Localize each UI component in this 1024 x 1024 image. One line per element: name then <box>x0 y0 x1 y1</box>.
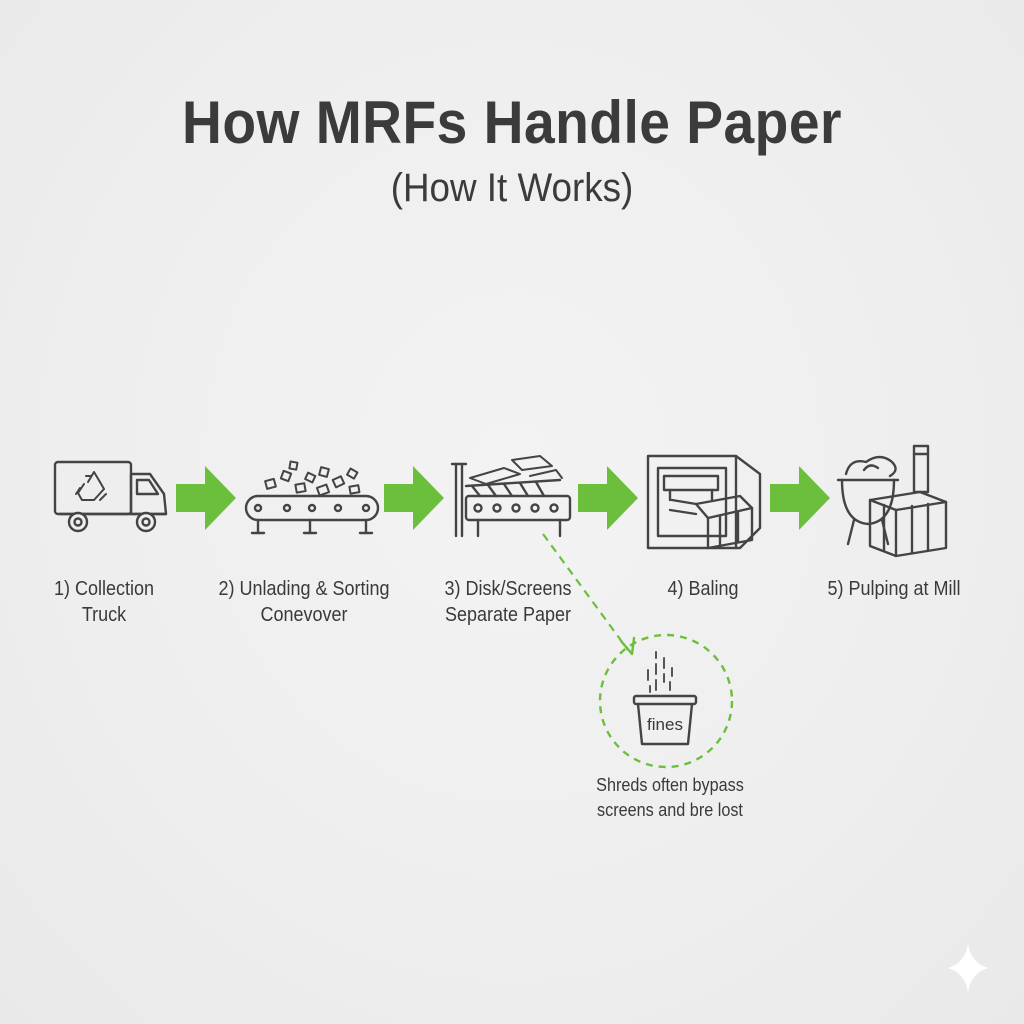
step-4-title: 4) Baling <box>667 578 739 600</box>
recycle-icon <box>75 471 107 501</box>
fines-note-line-2: screens and bre lost <box>597 800 743 820</box>
fines-callout-circle <box>598 633 734 769</box>
fines-note: Shreds often bypass screens and bre lost <box>571 773 769 823</box>
step-label-2: 2) Unlading & Sorting Conevover <box>205 576 403 628</box>
disk-screen-icon <box>450 455 572 538</box>
step-5-title: 5) Pulping at Mill <box>827 578 961 600</box>
falling-shreds-icon <box>647 651 673 693</box>
flow-arrow-3 <box>578 466 638 530</box>
step-2-subtitle: Conevover <box>260 604 348 626</box>
fines-leader-line <box>542 533 629 651</box>
page-title: How MRFs Handle Paper <box>182 89 842 156</box>
pulping-mill-icon <box>836 444 948 558</box>
step-label-3: 3) Disk/Screens Separate Paper <box>409 576 607 628</box>
flow-arrow-2 <box>384 466 444 530</box>
step-3-title: 3) Disk/Screens <box>444 578 572 600</box>
step-1-subtitle: Truck <box>81 604 127 626</box>
fines-bin-label: fines <box>647 715 683 734</box>
collection-truck-icon <box>53 460 168 533</box>
step-2-title: 2) Unlading & Sorting <box>218 578 390 600</box>
flow-arrow-1 <box>176 466 236 530</box>
sorting-conveyor-icon <box>244 460 380 535</box>
step-3-subtitle: Separate Paper <box>444 604 572 626</box>
fines-note-line-1: Shreds often bypass <box>596 775 744 795</box>
step-label-1: 1) Collection Truck <box>5 576 203 628</box>
step-label-4: 4) Baling <box>604 576 802 602</box>
page-subtitle: (How It Works) <box>390 166 634 210</box>
fines-bin-icon <box>632 694 698 746</box>
sparkle-icon <box>948 944 988 992</box>
flow-arrow-4 <box>770 466 830 530</box>
step-1-title: 1) Collection <box>53 578 155 600</box>
baler-icon <box>646 454 762 550</box>
step-label-5: 5) Pulping at Mill <box>795 576 993 602</box>
